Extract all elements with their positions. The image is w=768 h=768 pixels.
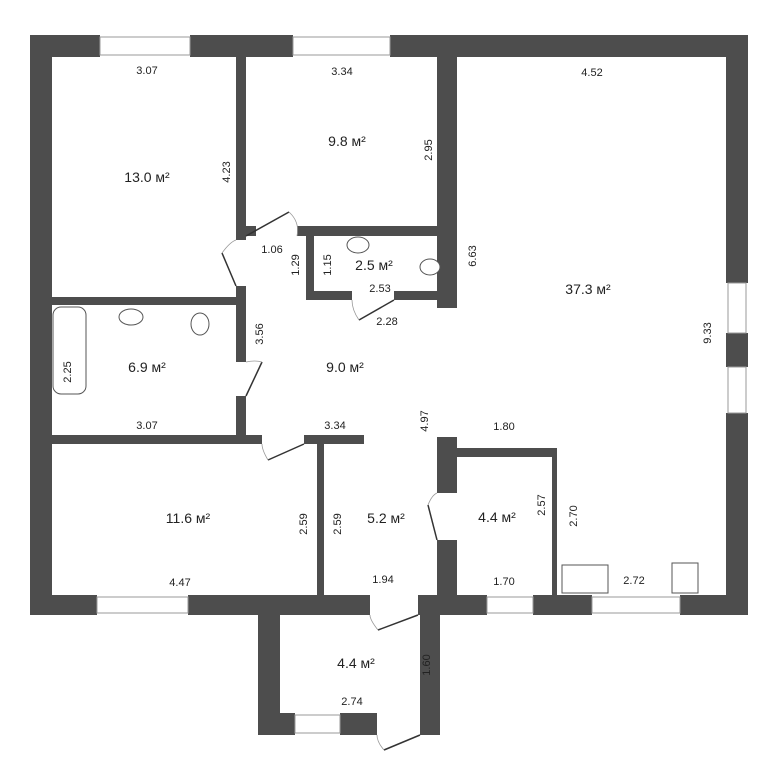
dimension-label: 4.23 (221, 161, 233, 182)
dimension-label: 3.56 (254, 323, 266, 344)
dimension-label: 1.06 (261, 244, 282, 256)
dimension-label: 1.60 (421, 654, 433, 675)
stove-icon (671, 562, 699, 594)
dimension-label: 2.59 (332, 513, 344, 534)
dimension-label: 3.34 (324, 420, 345, 432)
dimension-label: 1.15 (322, 254, 334, 275)
dimension-label: 3.07 (136, 420, 157, 432)
dimension-label: 3.34 (331, 66, 352, 78)
walls (30, 35, 748, 735)
dimension-label: 2.53 (369, 283, 390, 295)
dimension-label: 1.29 (290, 254, 302, 275)
dimension-label: 2.28 (376, 316, 397, 328)
dimension-label: 3.07 (136, 65, 157, 77)
dimension-label: 2.59 (298, 513, 310, 534)
room-area: 9.0 м² (326, 359, 364, 375)
room-area: 37.3 м² (565, 281, 611, 297)
room-area: 5.2 м² (367, 510, 405, 526)
room-area: 4.4 м² (337, 655, 375, 671)
toilet-icon (419, 258, 441, 276)
sink-icon (118, 308, 144, 326)
room-area: 2.5 м² (355, 257, 393, 273)
labels: 13.0 м² 3.07 4.23 9.8 м² 3.34 2.95 37.3 … (62, 65, 714, 708)
dimension-label: 1.70 (493, 576, 514, 588)
fixtures (52, 236, 699, 594)
dimension-label: 2.95 (423, 139, 435, 160)
dimension-label: 6.63 (467, 245, 479, 266)
sink-icon (346, 236, 370, 254)
doors (221, 211, 438, 751)
room-area: 11.6 м² (166, 510, 211, 526)
dimension-label: 4.52 (581, 67, 602, 79)
room-area: 9.8 м² (328, 133, 366, 149)
bathtub-icon (52, 306, 87, 395)
dimension-label: 2.72 (623, 575, 644, 587)
toilet-icon (190, 312, 210, 336)
dimension-label: 2.25 (62, 361, 74, 382)
kitchen-sink-icon (561, 564, 609, 594)
room-area: 4.4 м² (478, 509, 516, 525)
room-area: 13.0 м² (124, 169, 170, 185)
dimension-label: 2.74 (341, 696, 362, 708)
dimension-label: 1.94 (372, 574, 393, 586)
dimension-label: 1.80 (493, 421, 514, 433)
windows (96, 36, 747, 734)
dimension-label: 2.70 (568, 505, 580, 526)
dimension-label: 4.97 (419, 410, 431, 431)
dimension-label: 9.33 (702, 322, 714, 343)
dimension-label: 2.57 (536, 494, 548, 515)
room-area: 6.9 м² (128, 359, 166, 375)
dimension-label: 4.47 (169, 577, 190, 589)
